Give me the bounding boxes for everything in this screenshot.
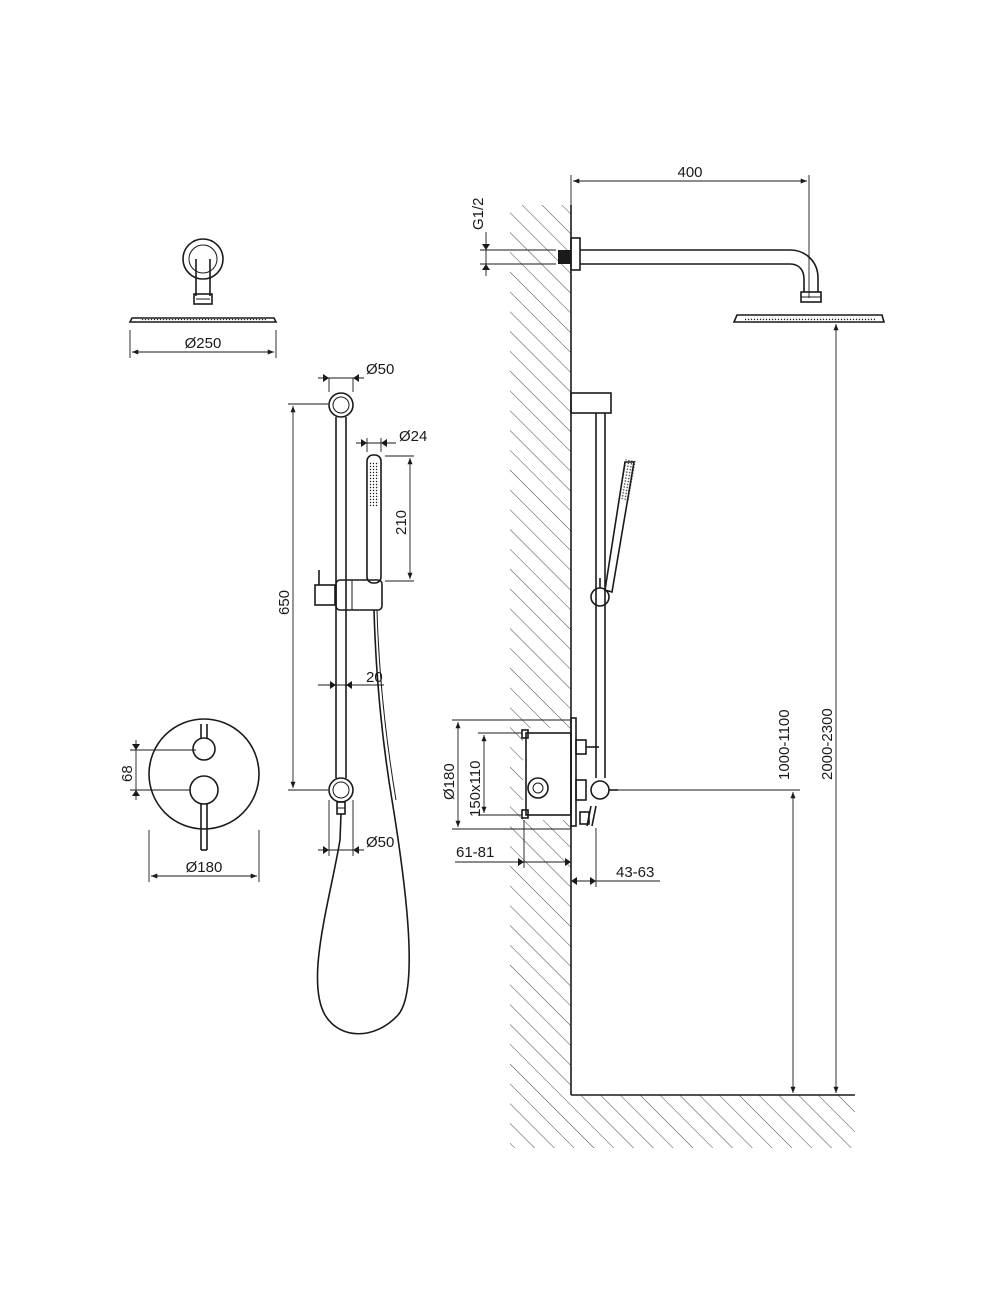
side-installation-view: 400 G1/2 Ø180 150x110 61-81 43-63 1000-1… <box>441 164 886 1148</box>
valve-plate-diameter-label: Ø180 <box>186 859 223 876</box>
shower-head-view: Ø250 <box>128 238 278 358</box>
thread-size-label: G1/2 <box>470 197 487 230</box>
slide-bar-length-label: 650 <box>276 590 293 615</box>
hand-shower-length-label: 210 <box>393 510 410 535</box>
side-plate-diameter-label: Ø180 <box>441 763 458 800</box>
box-size-label: 150x110 <box>467 761 484 817</box>
valve-spacing-label: 68 <box>119 765 136 782</box>
valve-projection-label: 43-63 <box>616 864 654 881</box>
slide-bar-offset-label: 20 <box>366 669 383 686</box>
head-height-label: 2000-2300 <box>819 708 836 780</box>
slide-bar-view: Ø50 Ø24 210 650 20 Ø50 <box>276 361 427 1035</box>
valve-plate-view: 68 Ø180 <box>119 718 260 882</box>
wall-hatch <box>510 205 855 1148</box>
slide-bar-top-diameter-label: Ø50 <box>366 361 394 378</box>
slide-bar-bottom-diameter-label: Ø50 <box>366 834 394 851</box>
shower-head-diameter-label: Ø250 <box>185 335 222 352</box>
box-depth-label: 61-81 <box>456 844 494 861</box>
arm-length-label: 400 <box>677 164 702 181</box>
valve-height-label: 1000-1100 <box>776 709 793 780</box>
hand-shower-diameter-label: Ø24 <box>399 428 427 445</box>
